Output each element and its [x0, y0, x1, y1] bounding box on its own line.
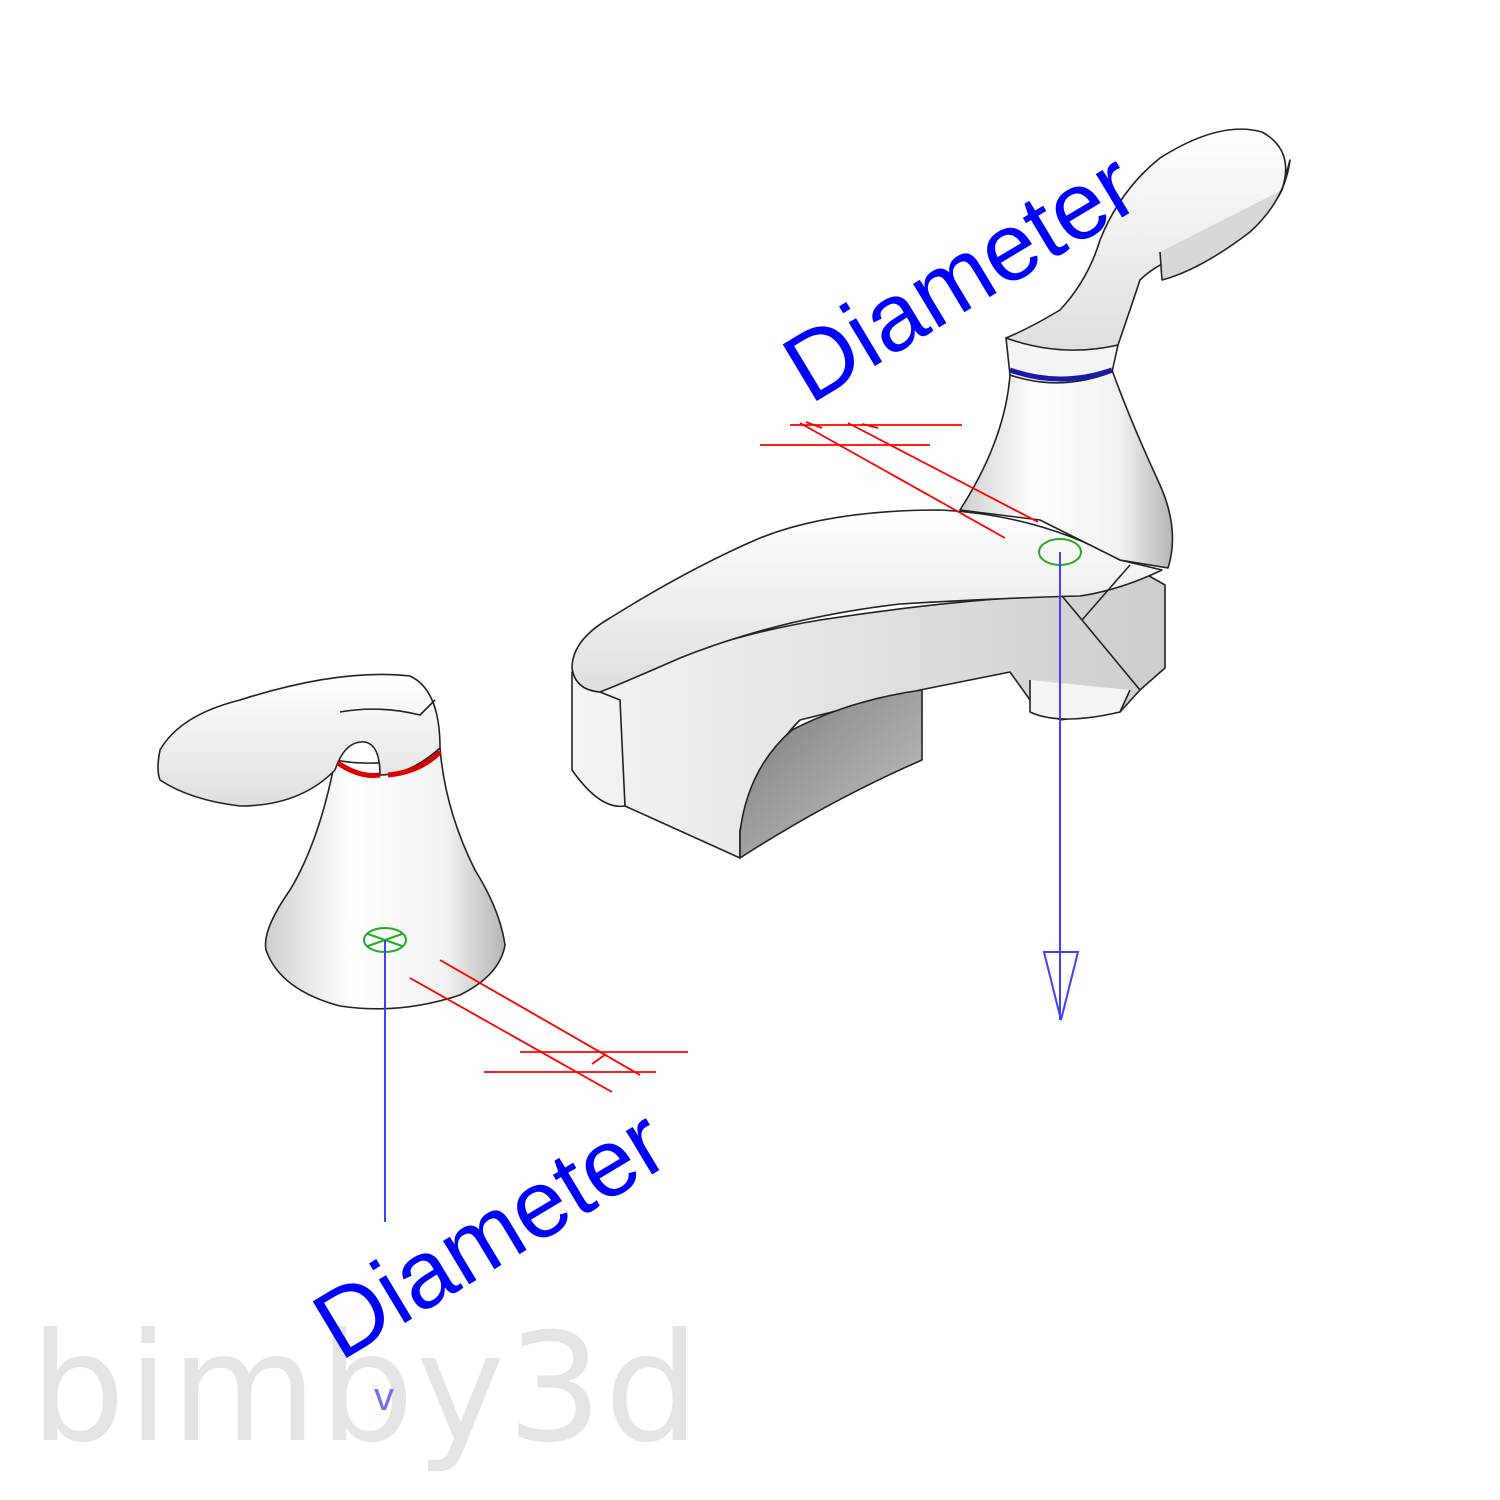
spout-cavity [739, 689, 923, 859]
watermark-logo: bimby3d [30, 1302, 702, 1476]
spout-aerator [1029, 680, 1131, 720]
left-lever-handle [157, 673, 441, 807]
top-dimension-lines [760, 421, 1039, 539]
right-insertion-arrow [1042, 552, 1080, 1021]
hot-indicator-ring [336, 750, 442, 778]
cold-indicator-ring [1009, 367, 1113, 382]
spout-top-surface [571, 509, 1163, 693]
right-handle-valve [959, 128, 1291, 569]
bottom-dimension-lines [409, 959, 688, 1093]
right-lever-handle [1005, 128, 1287, 351]
left-arrow-tip-mark: v [374, 1375, 394, 1419]
left-handle-valve [157, 673, 506, 1010]
left-valve-body [264, 747, 506, 1010]
spout [571, 509, 1166, 859]
